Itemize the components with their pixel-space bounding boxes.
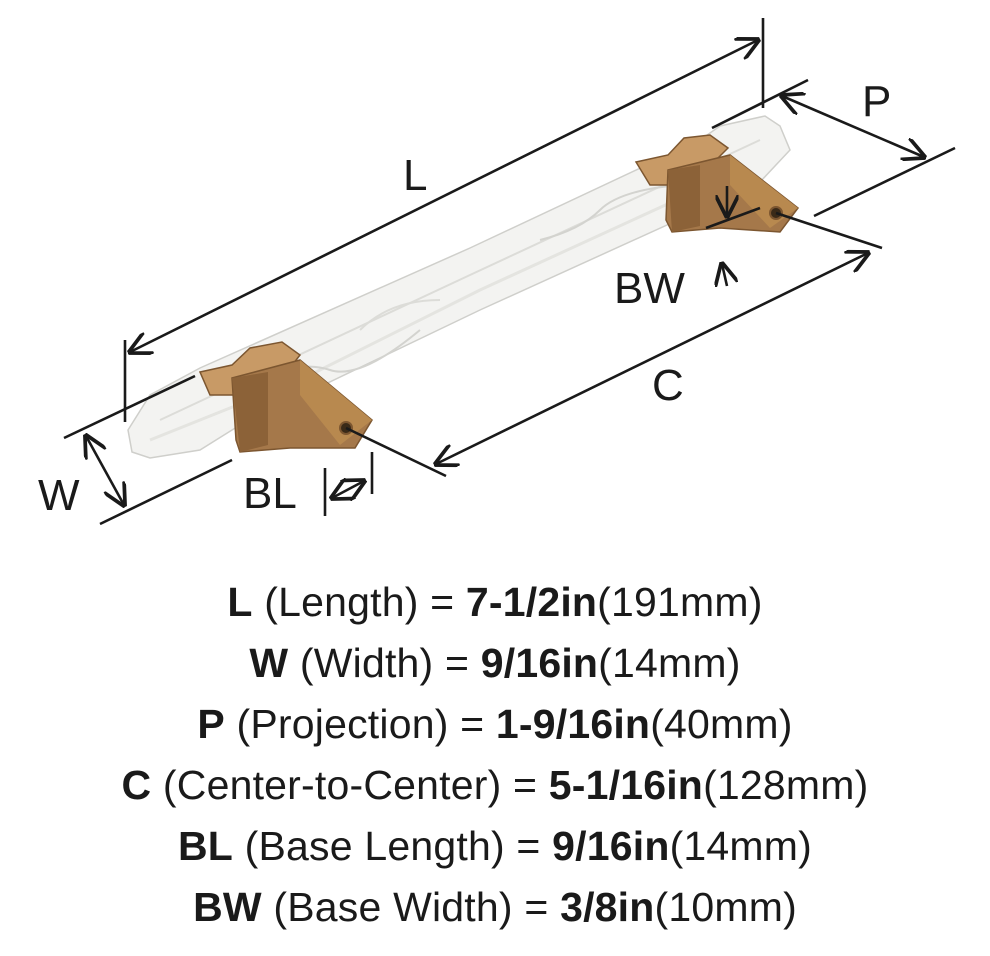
spec-imperial-value: 3/8in — [560, 884, 655, 930]
spec-metric-value: (14mm) — [598, 640, 741, 686]
center-dimension-line — [436, 253, 868, 464]
specifications-list: L (Length) = 7-1/2in(191mm)W (Width) = 9… — [0, 572, 990, 938]
spec-name: (Center-to-Center) = — [162, 762, 538, 808]
left-base — [198, 341, 373, 453]
left-base-post-face — [300, 360, 372, 445]
spec-line: W (Width) = 9/16in(14mm) — [0, 633, 990, 694]
base-width-arrow-bottom — [722, 264, 727, 286]
right-base-post-shade — [668, 165, 700, 232]
spec-abbreviation: W — [249, 640, 289, 686]
spec-line: BL (Base Length) = 9/16in(14mm) — [0, 816, 990, 877]
label-projection: P — [862, 77, 891, 126]
projection-extension-bottom — [813, 146, 956, 218]
projection-extension-top — [711, 78, 809, 130]
spec-metric-value: (14mm) — [669, 823, 812, 869]
spec-abbreviation: C — [121, 762, 152, 808]
label-base-width: BW — [614, 264, 685, 313]
pull-handle-diagram: L W P C BL BW — [38, 18, 956, 526]
spec-name: (Projection) = — [236, 701, 485, 747]
base-length-dimension-line — [332, 481, 364, 498]
spec-name: (Length) = — [264, 579, 455, 625]
spec-line: BW (Base Width) = 3/8in(10mm) — [0, 877, 990, 938]
spec-metric-value: (10mm) — [654, 884, 797, 930]
width-dimension-line — [86, 436, 124, 505]
length-dimension-line — [130, 40, 758, 352]
spec-metric-value: (128mm) — [703, 762, 869, 808]
spec-imperial-value: 5-1/16in — [548, 762, 704, 808]
spec-metric-value: (191mm) — [597, 579, 763, 625]
spec-line: L (Length) = 7-1/2in(191mm) — [0, 572, 990, 633]
label-center: C — [652, 361, 684, 410]
label-length: L — [403, 151, 427, 200]
spec-line: C (Center-to-Center) = 5-1/16in(128mm) — [0, 755, 990, 816]
width-extension-bottom — [99, 458, 233, 526]
spec-imperial-value: 1-9/16in — [495, 701, 651, 747]
width-extension-top — [63, 374, 196, 440]
spec-abbreviation: BL — [178, 823, 234, 869]
label-base-length: BL — [243, 469, 297, 518]
spec-imperial-value: 7-1/2in — [465, 579, 598, 625]
spec-line: P (Projection) = 1-9/16in(40mm) — [0, 694, 990, 755]
left-base-post-shade — [232, 372, 268, 452]
spec-name: (Base Length) = — [244, 823, 541, 869]
dimension-lines — [63, 18, 956, 526]
spec-abbreviation: L — [227, 579, 253, 625]
spec-name: (Base Width) = — [273, 884, 549, 930]
spec-imperial-value: 9/16in — [552, 823, 670, 869]
spec-name: (Width) = — [299, 640, 470, 686]
spec-abbreviation: BW — [193, 884, 262, 930]
spec-abbreviation: P — [197, 701, 225, 747]
projection-dimension-line — [782, 96, 924, 157]
center-extension-right — [775, 211, 883, 250]
spec-imperial-value: 9/16in — [480, 640, 599, 686]
label-width: W — [38, 471, 80, 520]
spec-metric-value: (40mm) — [650, 701, 793, 747]
center-extension-left — [345, 426, 447, 478]
